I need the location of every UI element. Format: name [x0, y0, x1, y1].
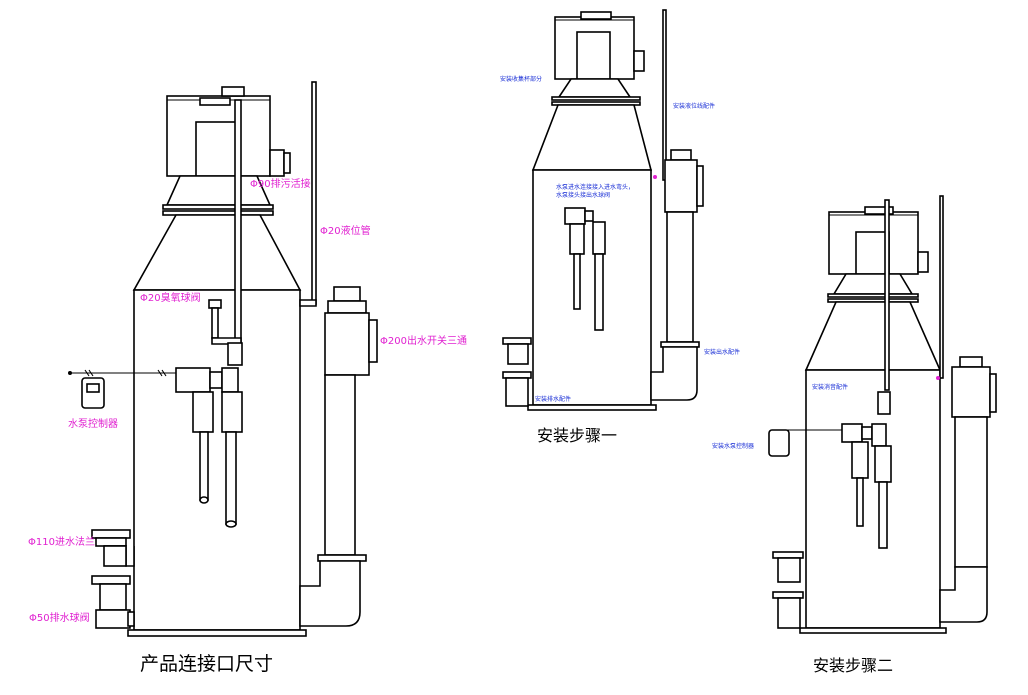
label-drain-connection: Φ90排污活接 [250, 179, 311, 190]
step1-skimmer [502, 9, 704, 411]
label-step2-pump-controller: 安装水泵控制器 [712, 443, 755, 450]
label-outlet-fittings: 安装出水配件 [704, 349, 741, 356]
step2-caption: 安装步骤二 [813, 656, 894, 675]
label-pump-controller: 水泵控制器 [68, 419, 118, 430]
label-inlet-flange: Φ110进水法兰 [28, 537, 95, 548]
label-level-fittings: 安装液位线配件 [673, 103, 716, 110]
label-ozone-valve: Φ20臭氧球阀 [140, 293, 201, 304]
label-pump-note-line2: 水泵接头接出水球阀 [556, 192, 611, 199]
step2-skimmer [768, 195, 997, 634]
label-silencer-fittings: 安装消音配件 [812, 384, 849, 391]
label-level-pipe: Φ20液位管 [320, 226, 371, 237]
step2-pump-controller-box [768, 429, 790, 457]
main-pump-controller-box [81, 377, 105, 409]
label-collector-cup: 安装收集杯部分 [500, 76, 543, 83]
step1-caption: 安装步骤一 [537, 426, 618, 445]
main-caption: 产品连接口尺寸 [140, 653, 274, 675]
main-skimmer [68, 81, 378, 637]
label-pump-note-line1: 水泵进水连接接入进水弯头， [556, 184, 635, 191]
label-outlet-tee: Φ200出水开关三通 [380, 336, 467, 347]
label-drain-fittings: 安装排水配件 [535, 396, 572, 403]
label-drain-valve: Φ50排水球阀 [29, 613, 90, 624]
main-cone [132, 214, 302, 291]
